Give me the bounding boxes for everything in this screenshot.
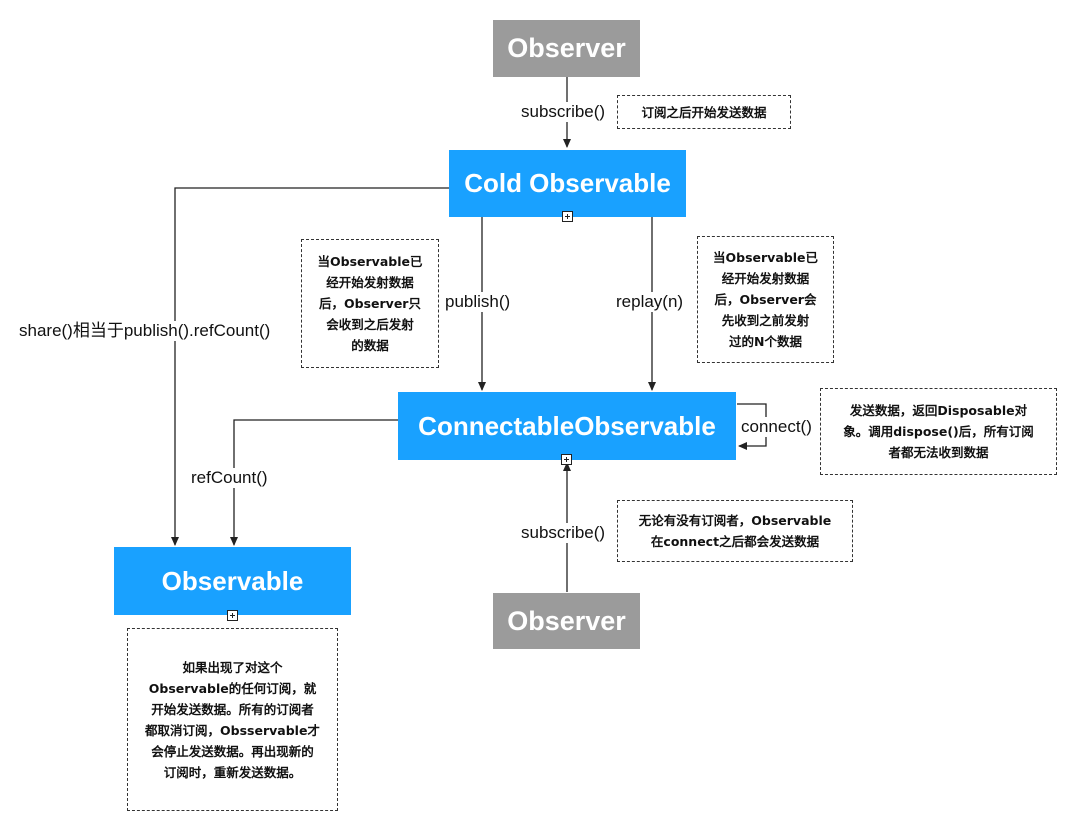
subscribe-bottom-label: subscribe() [520,523,607,543]
note-line: Observable的任何订阅，就 [148,680,317,696]
observable-node: Observable [114,547,351,615]
note-line: 如果出现了对这个 [182,659,283,675]
note-line: 会停止发送数据。再出现新的 [151,743,314,759]
connect-note: 发送数据，返回Disposable对 象。调用dispose()后，所有订阅 者… [820,388,1057,475]
observer-top-node: Observer [493,20,640,77]
note-line: 订阅之后开始发送数据 [641,104,767,120]
note-line: 过的N个数据 [729,334,802,349]
subscribe-top-label: subscribe() [520,102,607,122]
observer-bottom-node: Observer [493,593,640,649]
connectable-observable-node: ConnectableObservable [398,392,736,460]
replay-label: replay(n) [615,292,685,312]
note-line: 当Observable已 [317,254,423,269]
publish-note: 当Observable已 经开始发射数据 后，Observer只 会收到之后发射… [301,239,439,368]
publish-label: publish() [444,292,512,312]
observable-note: 如果出现了对这个 Observable的任何订阅，就 开始发送数据。所有的订阅者… [127,628,338,811]
cold-observable-expand-icon[interactable] [562,211,573,222]
note-line: 开始发送数据。所有的订阅者 [151,701,314,717]
note-line: 无论有没有订阅者，Observable [638,513,832,528]
replay-note: 当Observable已 经开始发射数据 后，Observer会 先收到之前发射… [697,236,834,363]
note-line: 后，Observer只 [319,296,421,311]
note-line: 者都无法收到数据 [888,445,989,460]
connect-label: connect() [740,417,813,437]
note-line: 后，Observer会 [714,292,817,307]
note-line: 订阅时，重新发送数据。 [163,764,302,780]
connectable-observable-expand-icon[interactable] [561,454,572,465]
edge-ref-count [230,419,398,546]
note-line: 发送数据，返回Disposable对 [849,403,1028,418]
note-line: 经开始发射数据 [721,271,810,286]
subscribe-bottom-note: 无论有没有订阅者，Observable 在connect之后都会发送数据 [617,500,853,562]
share-label: share()相当于publish().refCount() [18,321,272,341]
subscribe-top-note: 订阅之后开始发送数据 [617,95,791,129]
note-line: 当Observable已 [713,250,818,265]
note-line: 经开始发射数据 [326,275,414,290]
note-line: 都取消订阅，Obsservable才 [145,722,320,738]
cold-observable-node: Cold Observable [449,150,686,217]
edge-share [171,187,449,546]
note-line: 在connect之后都会发送数据 [650,534,820,549]
observable-expand-icon[interactable] [227,610,238,621]
note-line: 象。调用dispose()后，所有订阅 [843,424,1034,439]
note-line: 会收到之后发射 [326,317,414,332]
ref-count-label: refCount() [190,468,269,488]
note-line: 的数据 [351,338,389,353]
note-line: 先收到之前发射 [721,313,810,328]
